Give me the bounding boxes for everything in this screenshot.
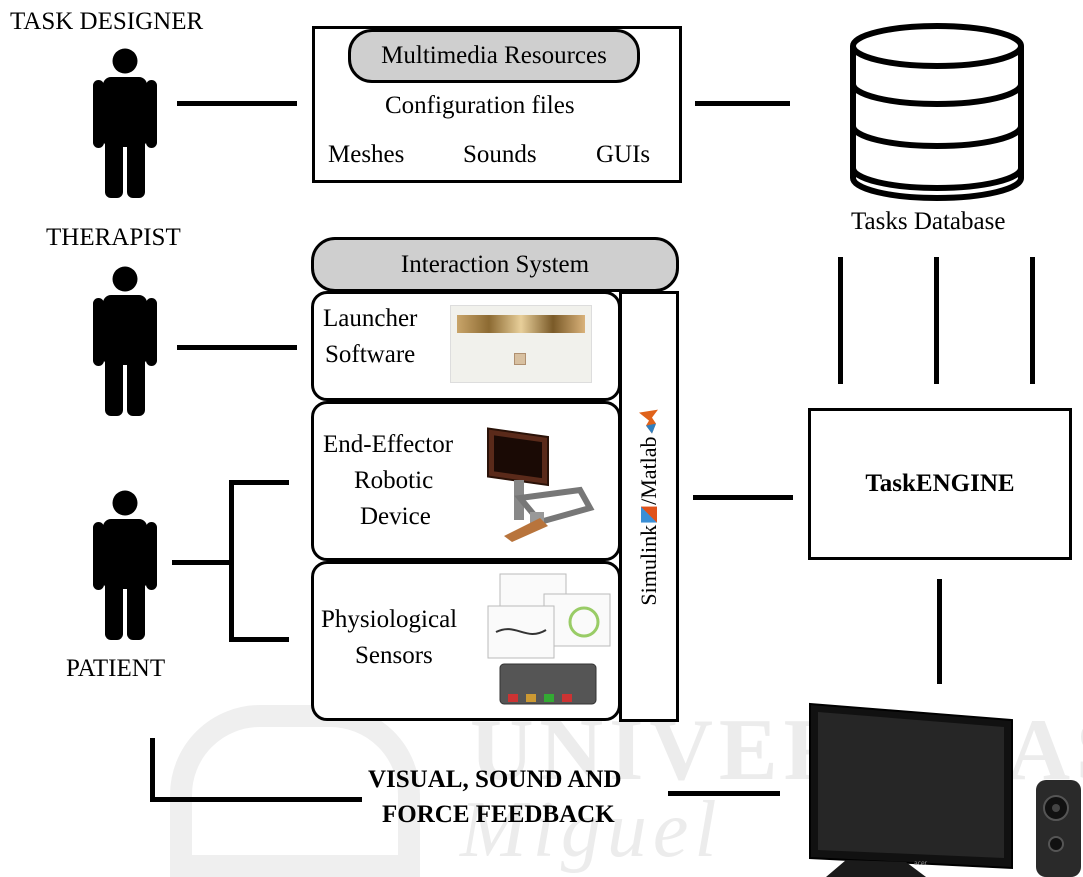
task-engine-box: TaskENGINE xyxy=(808,408,1072,560)
feedback-bottom-left xyxy=(150,797,362,802)
patient-person-icon xyxy=(93,490,157,640)
therapist-launcher-connector xyxy=(177,345,297,350)
sensors-label-2: Sensors xyxy=(355,642,433,669)
feedback-bottom-right xyxy=(668,791,780,796)
db-engine-line-3 xyxy=(1030,257,1035,384)
launcher-button-icon xyxy=(514,353,526,365)
matlab-icon xyxy=(639,409,658,434)
simulink-matlab-label: Simulink /Matlab xyxy=(636,408,662,606)
robotic-device-image xyxy=(487,427,595,542)
task-designer-label: TASK DESIGNER xyxy=(10,8,204,35)
launcher-screenshot-image xyxy=(450,305,592,383)
db-engine-line-1 xyxy=(838,257,843,384)
interaction-system-header: Interaction System xyxy=(311,237,679,292)
designer-resources-connector xyxy=(177,101,297,106)
resources-database-connector xyxy=(695,101,790,106)
launcher-label-2: Software xyxy=(325,341,416,368)
matlab-engine-connector xyxy=(693,495,793,500)
database-icon xyxy=(850,23,1024,201)
feedback-label-2: FORCE FEEDBACK xyxy=(382,801,615,828)
speaker-image xyxy=(1036,780,1081,877)
simulink-label: Simulink xyxy=(636,524,661,606)
meshes-label: Meshes xyxy=(328,141,405,168)
interaction-system-title: Interaction System xyxy=(400,250,590,278)
svg-text:acer: acer xyxy=(914,860,928,867)
patient-bracket-vertical xyxy=(229,480,234,642)
launcher-banner-image xyxy=(457,315,585,333)
task-designer-person-icon xyxy=(93,48,157,198)
patient-connector xyxy=(172,560,232,565)
watermark-script: Miguel xyxy=(460,786,723,874)
feedback-label-1: VISUAL, SOUND AND xyxy=(368,766,622,793)
launcher-label-1: Launcher xyxy=(323,305,418,332)
robot-label-3: Device xyxy=(360,503,431,530)
configuration-files-label: Configuration files xyxy=(385,92,575,119)
therapist-label: THERAPIST xyxy=(46,224,181,251)
matlab-label: /Matlab xyxy=(636,436,661,505)
therapist-person-icon xyxy=(93,266,157,416)
physiological-sensors-image xyxy=(487,573,611,705)
multimedia-resources-title: Multimedia Resources xyxy=(381,42,607,69)
monitor-image: acer xyxy=(809,702,1013,877)
robot-label-1: End-Effector xyxy=(323,431,454,458)
guis-label: GUIs xyxy=(596,141,651,168)
patient-bracket-bottom xyxy=(229,637,289,642)
task-engine-label: TaskENGINE xyxy=(865,470,1015,497)
tasks-database-label: Tasks Database xyxy=(851,208,1006,235)
sensors-label-1: Physiological xyxy=(321,606,458,633)
sounds-label: Sounds xyxy=(463,141,537,168)
db-engine-line-2 xyxy=(934,257,939,384)
patient-bracket-top xyxy=(229,480,289,485)
simulink-icon xyxy=(641,506,657,523)
multimedia-resources-header: Multimedia Resources xyxy=(348,29,640,83)
patient-label: PATIENT xyxy=(66,655,166,682)
engine-monitor-connector xyxy=(937,579,942,684)
simulink-matlab-bar xyxy=(619,291,679,722)
feedback-left-vertical xyxy=(150,738,155,802)
robot-label-2: Robotic xyxy=(354,467,434,494)
